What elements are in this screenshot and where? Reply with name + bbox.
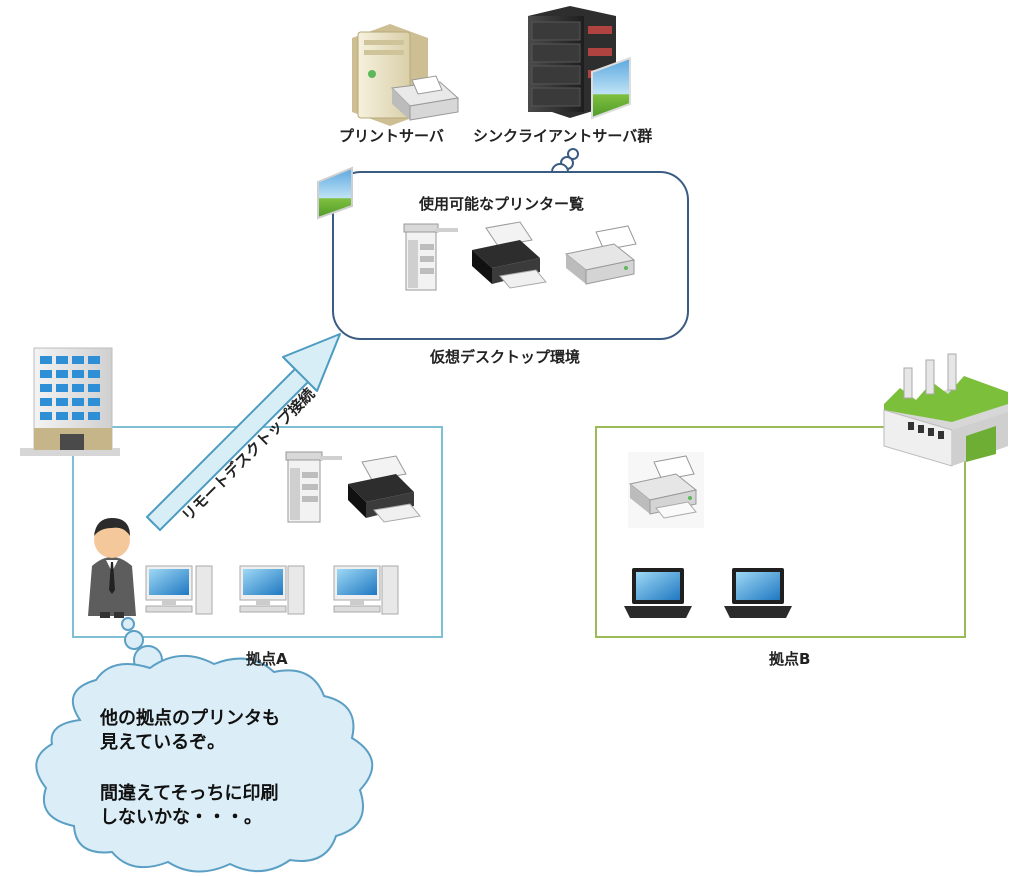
site-b-box bbox=[595, 426, 966, 638]
desktop-image-icon bbox=[317, 166, 353, 220]
thin-client-servers-label: シンクライアントサーバ群 bbox=[473, 127, 653, 145]
thought-line-1: 他の拠点のプリンタも bbox=[100, 708, 280, 729]
laptop-icon bbox=[724, 568, 792, 618]
businessman-icon bbox=[88, 518, 136, 618]
thought-line-2: 見えているぞ。 bbox=[100, 732, 226, 753]
factory-icon bbox=[883, 353, 1008, 467]
thought-line-3: 間違えてそっちに印刷 bbox=[100, 783, 279, 804]
virtual-desktop-label: 仮想デスクトップ環境 bbox=[430, 348, 581, 366]
desktop-pc-icon bbox=[333, 565, 399, 615]
site-b-label: 拠点B bbox=[769, 650, 811, 668]
site-a-black-printer-icon bbox=[348, 455, 421, 523]
printer-list-title: 使用可能なプリンター覧 bbox=[419, 195, 585, 213]
thought-cloud bbox=[35, 654, 374, 873]
site-a-copier-icon bbox=[285, 451, 342, 523]
site-a-label: 拠点A bbox=[246, 650, 288, 668]
thought-line-4: しないかな・・・。 bbox=[100, 807, 262, 828]
laptop-icon bbox=[624, 568, 692, 618]
office-building-icon bbox=[20, 347, 120, 456]
remote-connection-arrow bbox=[145, 333, 341, 532]
site-b-printer-icon bbox=[628, 452, 704, 528]
desktop-pc-icon bbox=[239, 565, 305, 615]
thought-bubble-trail bbox=[121, 617, 163, 675]
black-printer-icon bbox=[472, 221, 547, 289]
desktop-pc-icon bbox=[145, 565, 213, 615]
server-rack-icon bbox=[528, 6, 631, 120]
copier-icon bbox=[403, 223, 458, 291]
white-printer-icon bbox=[564, 225, 637, 285]
print-server-icon bbox=[352, 24, 460, 126]
print-server-label: プリントサーバ bbox=[339, 127, 444, 145]
